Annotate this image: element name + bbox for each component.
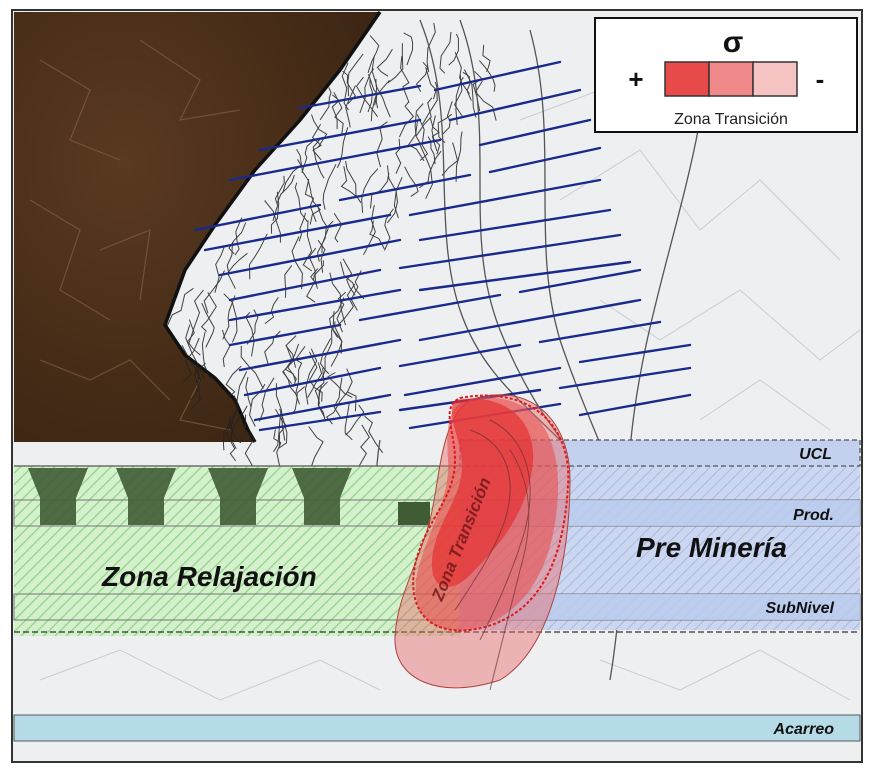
legend-plus-sign: + <box>628 64 643 94</box>
caved-rock-mass <box>14 12 380 442</box>
stress-legend: σ + - Zona Transición <box>594 17 858 133</box>
pre-mining-zone-label: Pre Minería <box>636 532 787 563</box>
subnivel-level-fill <box>460 594 860 620</box>
ucl-level-label: UCL <box>799 446 832 463</box>
subnivel-level-label: SubNivel <box>766 600 835 617</box>
drawpoint <box>28 468 88 525</box>
marble-veins <box>39 59 861 701</box>
transition-zone-inner <box>431 398 534 587</box>
legend-swatch-high <box>664 61 710 97</box>
fracture-network <box>166 22 497 471</box>
drawpoint <box>116 468 176 525</box>
caved-rock-texture <box>29 39 241 431</box>
acarreo-level-band <box>13 714 861 742</box>
relaxation-zone-label: Zona Relajación <box>101 561 317 592</box>
legend-swatch-mid <box>708 61 754 97</box>
legend-sigma-symbol: σ <box>723 26 744 59</box>
drawpoint <box>398 502 430 525</box>
legend-minus-sign: - <box>816 64 825 94</box>
drawpoint <box>208 468 268 525</box>
transition-zone-contours <box>454 419 531 691</box>
drawpoint-row <box>28 468 430 525</box>
legend-label: Zona Transición <box>674 111 788 128</box>
production-level-label: Prod. <box>793 507 834 524</box>
legend-swatch-low <box>752 61 798 97</box>
drawpoint <box>292 468 352 525</box>
acarreo-level-label: Acarreo <box>773 721 835 738</box>
